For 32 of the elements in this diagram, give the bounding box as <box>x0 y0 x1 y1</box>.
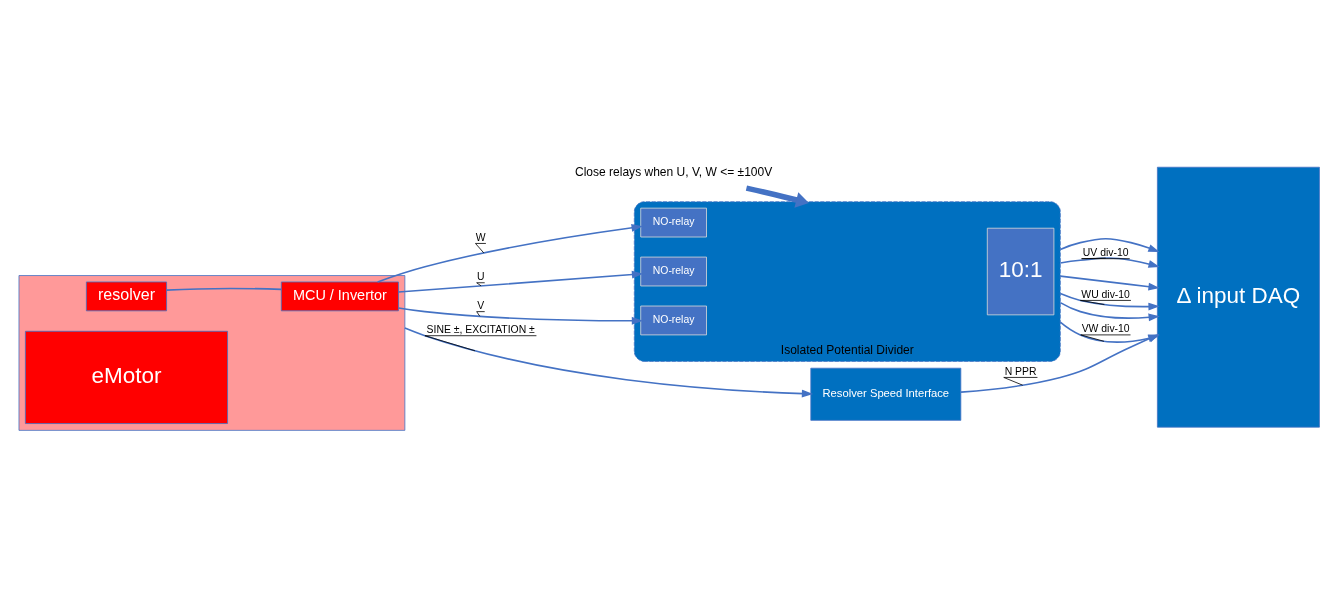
arrow <box>397 306 644 325</box>
edge-label: U <box>476 270 485 282</box>
arrow <box>1059 256 1160 268</box>
edge-label: W <box>475 231 486 243</box>
arrow <box>960 333 1160 393</box>
node-box: NO-relay <box>640 207 707 237</box>
arrow <box>1059 292 1160 311</box>
edge-label: SINE ±, EXCITATION ± <box>426 323 535 335</box>
edge-label: WU div-10 <box>1081 288 1130 300</box>
node-text: Close relays when U, V, W <= ±100V <box>575 164 773 179</box>
node-box: Resolver Speed Interface <box>810 367 962 421</box>
edge-label: N PPR <box>1004 365 1037 377</box>
edge-label: UV div-10 <box>1082 246 1129 258</box>
arrow <box>1059 320 1160 343</box>
arrow <box>745 184 809 208</box>
arrow <box>1059 237 1160 252</box>
cluster <box>18 274 406 431</box>
node-box: 10:1 <box>986 227 1055 315</box>
node-box: NO-relay <box>640 305 707 335</box>
edge-label: V <box>477 299 485 311</box>
arrow <box>404 326 814 397</box>
connector <box>165 287 282 291</box>
node-box: resolver <box>85 281 167 311</box>
arrow <box>397 270 644 293</box>
arrow <box>1059 274 1160 291</box>
node-box: eMotor <box>25 330 228 424</box>
node-box: Δ input DAQ <box>1157 166 1320 428</box>
node-box: NO-relay <box>640 256 707 286</box>
edge-label: VW div-10 <box>1081 322 1130 334</box>
arrow <box>1059 301 1160 321</box>
arrow <box>376 223 643 283</box>
node-box: MCU / Invertor <box>280 281 399 311</box>
